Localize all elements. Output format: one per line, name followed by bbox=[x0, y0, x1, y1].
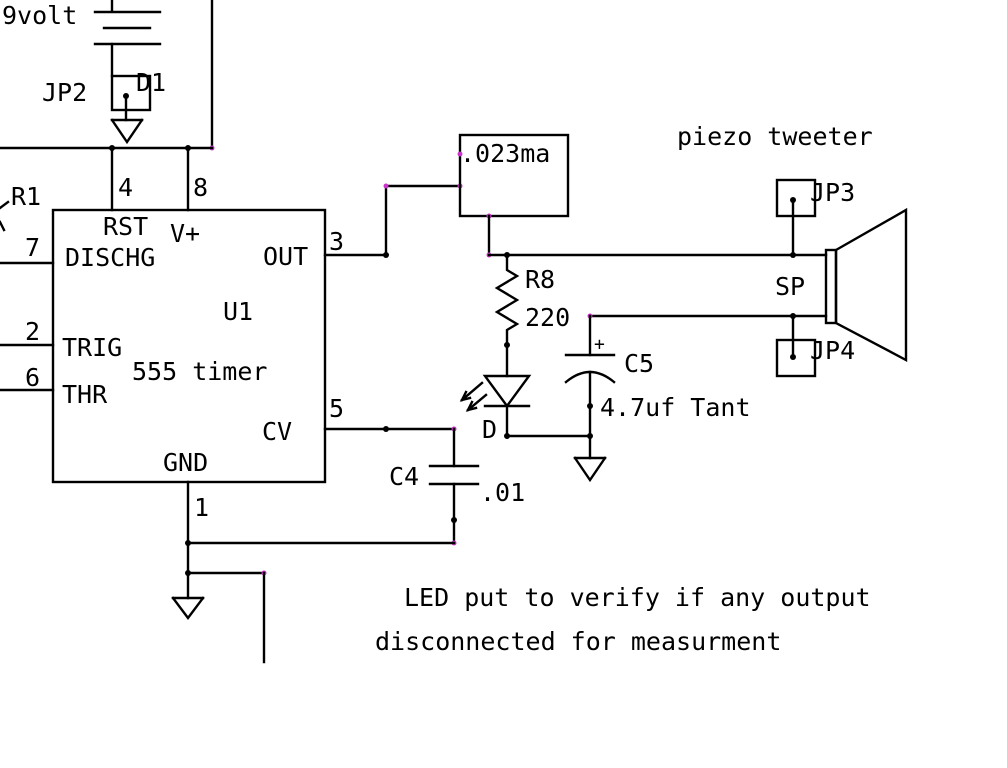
pin-label-vplus: V+ bbox=[170, 219, 200, 248]
c4-value-label: .01 bbox=[480, 478, 525, 507]
jp4-jumper bbox=[775, 314, 817, 378]
c5-value-label: 4.7uf Tant bbox=[600, 393, 751, 422]
piezo-title-label: piezo tweeter bbox=[677, 122, 873, 151]
note-line-1: LED put to verify if any output bbox=[404, 583, 871, 612]
ground-symbol-main bbox=[171, 596, 205, 620]
c5-plus-mark: + bbox=[594, 334, 605, 355]
pin-number-5: 5 bbox=[329, 394, 344, 423]
battery-symbol bbox=[93, 0, 162, 78]
pin-label-cv: CV bbox=[262, 417, 292, 446]
jp3-jumper bbox=[775, 178, 817, 257]
pin-number-3: 3 bbox=[329, 227, 344, 256]
c4-capacitor bbox=[428, 464, 480, 486]
r8-resistor bbox=[494, 253, 520, 347]
d1-label: D1 bbox=[136, 68, 166, 97]
pin-number-6: 6 bbox=[25, 363, 40, 392]
r1-partial bbox=[0, 200, 10, 232]
pin-number-7: 7 bbox=[25, 233, 40, 262]
led-ref-label: D bbox=[482, 415, 497, 444]
jp2-label: JP2 bbox=[42, 78, 87, 107]
pin-label-thr: THR bbox=[62, 380, 108, 409]
pin-label-dischg: DISCHG bbox=[65, 243, 155, 272]
chip-ref-label: U1 bbox=[223, 297, 253, 326]
pin-number-2: 2 bbox=[25, 317, 40, 346]
jp4-label: JP4 bbox=[810, 336, 855, 365]
jp2-jumper bbox=[110, 74, 152, 122]
r8-ref-label: R8 bbox=[525, 265, 555, 294]
ground-symbol-jp2 bbox=[110, 118, 144, 145]
c5-ref-label: C5 bbox=[624, 349, 654, 378]
pin-label-out: OUT bbox=[263, 242, 308, 271]
ground-symbol-c5 bbox=[573, 456, 607, 483]
c4-ref-label: C4 bbox=[389, 462, 419, 491]
ammeter-reading: .023ma bbox=[460, 139, 550, 168]
pin-label-rst: RST bbox=[103, 212, 148, 241]
speaker-symbol bbox=[824, 207, 908, 362]
r8-value-label: 220 bbox=[525, 303, 570, 332]
pin-number-4: 4 bbox=[118, 173, 133, 202]
pin-label-trig: TRIG bbox=[62, 333, 122, 362]
speaker-label: SP bbox=[775, 272, 805, 301]
chip-desc-label: 555 timer bbox=[132, 357, 267, 386]
pin-number-1: 1 bbox=[194, 493, 209, 522]
led-diode bbox=[459, 374, 532, 438]
ammeter-box bbox=[458, 133, 570, 218]
note-line-2: disconnected for measurment bbox=[375, 627, 781, 656]
battery-label: 9volt bbox=[2, 1, 77, 30]
r1-label: R1 bbox=[11, 182, 41, 211]
jp3-label: JP3 bbox=[810, 178, 855, 207]
pin-number-8: 8 bbox=[193, 173, 208, 202]
pin-label-gnd: GND bbox=[163, 448, 208, 477]
